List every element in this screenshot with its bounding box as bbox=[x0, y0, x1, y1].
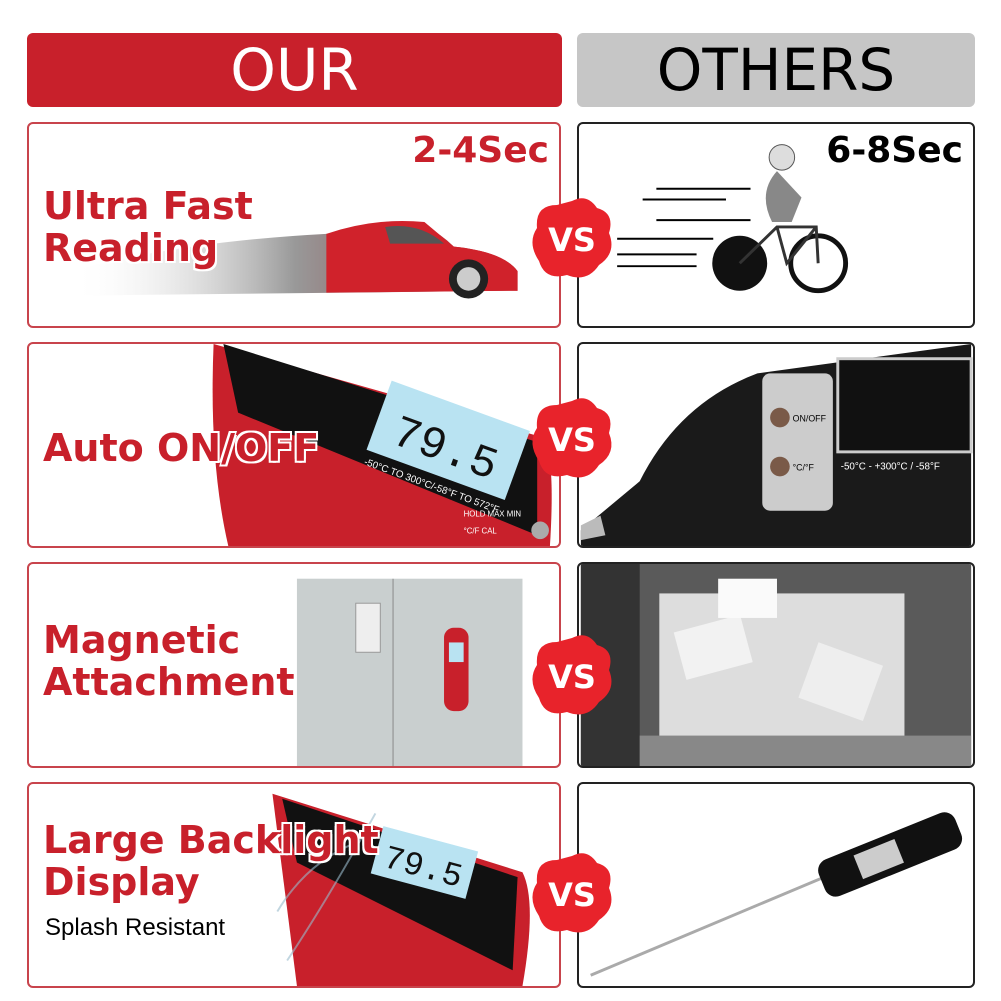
others-auto-on-off-panel: ON/OFF °C/°F -50°C - +300°C / -58°F bbox=[577, 342, 975, 548]
probe-thermometer-image bbox=[590, 812, 963, 977]
vs-badge: VS bbox=[527, 848, 617, 938]
fridge-image bbox=[296, 578, 523, 766]
vs-label: VS bbox=[548, 421, 596, 459]
feature-title-line2: Display bbox=[43, 859, 200, 904]
messy-drawer-image bbox=[580, 564, 972, 766]
feature-subtitle: Splash Resistant bbox=[45, 914, 226, 941]
vs-badge: VS bbox=[527, 193, 617, 283]
unit-cal-label: °C/F CAL bbox=[464, 526, 498, 535]
others-time: 6-8Sec bbox=[826, 130, 963, 171]
our-time: 2-4Sec bbox=[412, 130, 549, 171]
unit-toggle-label: °C/°F bbox=[793, 462, 815, 472]
on-off-label: ON/OFF bbox=[793, 413, 827, 423]
sports-car-image bbox=[71, 220, 518, 299]
vs-label: VS bbox=[548, 221, 596, 259]
others-fast-reading-panel: 6-8Sec bbox=[577, 122, 975, 328]
others-backlight-panel bbox=[577, 782, 975, 988]
feature-title-line2: Attachment bbox=[43, 659, 295, 704]
others-magnetic-panel bbox=[577, 562, 975, 768]
bicycle-image bbox=[617, 144, 849, 294]
others-header: OTHERS bbox=[577, 33, 975, 107]
feature-title-line1: Ultra Fast bbox=[43, 184, 253, 228]
our-auto-on-off-panel: DIGITAL THERMOMETER 79.5 -50°C TO 300°C/… bbox=[27, 342, 561, 548]
feature-title-line1: Large Backlight bbox=[43, 818, 379, 862]
feature-title-line1: Magnetic bbox=[43, 618, 241, 662]
others-thermometer-image: ON/OFF °C/°F -50°C - +300°C / -58°F bbox=[580, 344, 973, 546]
cal-button bbox=[531, 521, 549, 540]
vs-badge: VS bbox=[527, 393, 617, 483]
our-header: OUR bbox=[27, 33, 562, 107]
our-thermometer-image: DIGITAL THERMOMETER 79.5 -50°C TO 300°C/… bbox=[212, 344, 552, 546]
splash-thermometer-image: 79.5 bbox=[272, 793, 530, 986]
vs-label: VS bbox=[548, 658, 596, 696]
feature-title: Auto ON/OFF bbox=[43, 426, 320, 470]
vs-label: VS bbox=[548, 876, 596, 914]
others-range: -50°C - +300°C / -58°F bbox=[841, 462, 940, 473]
vs-badge: VS bbox=[527, 630, 617, 720]
hold-max-min-label: HOLD MAX MIN bbox=[464, 510, 522, 519]
feature-title-line2: Reading bbox=[43, 225, 219, 270]
